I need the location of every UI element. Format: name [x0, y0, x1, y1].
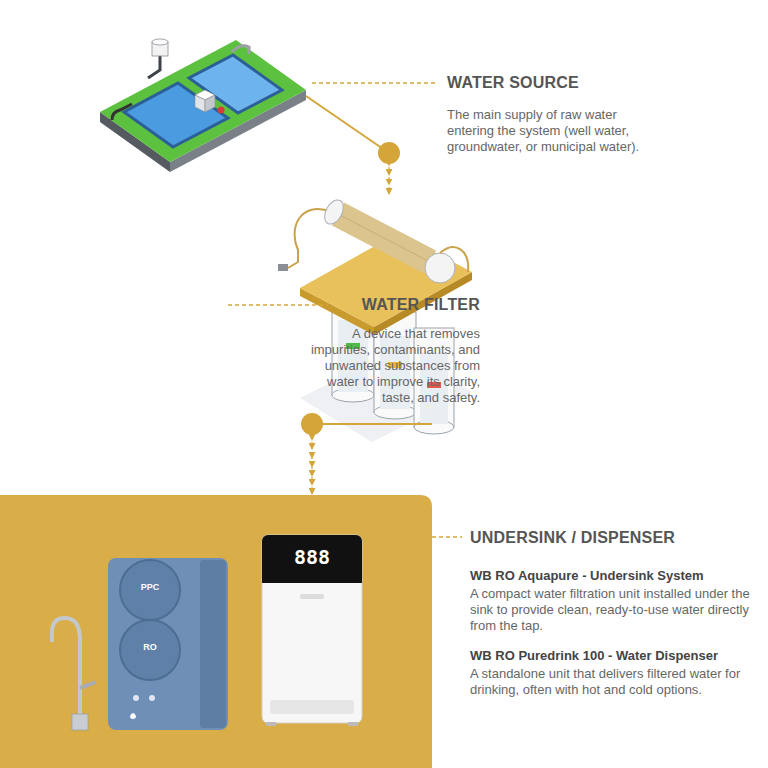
heading-text: WB RO Puredrink 100 - Water Dispenser — [470, 648, 758, 664]
tube — [440, 247, 468, 272]
leader-line — [432, 536, 462, 538]
heading-text: WATER FILTER — [305, 296, 480, 314]
leader-line — [312, 423, 432, 425]
product-entry: WB RO Puredrink 100 - Water Dispenser A s… — [470, 648, 758, 698]
heading-text: UNDERSINK / DISPENSER — [470, 529, 758, 547]
logo-drop — [130, 713, 136, 719]
cap-label: PPC — [141, 582, 160, 592]
water-dispenser — [262, 535, 362, 726]
dispenser-display — [262, 535, 362, 583]
filter-cap — [120, 560, 180, 620]
product-entry: WB RO Aquapure - Undersink System A compa… — [470, 568, 758, 634]
stage-text: WATER SOURCE The main supply of raw water… — [100, 30, 760, 157]
water-source-illustration — [100, 39, 306, 172]
product-section: UNDERSINK / DISPENSER WB RO Aquapure - Un… — [0, 495, 768, 768]
housing-cap — [425, 253, 455, 283]
faucet-base — [72, 714, 88, 730]
unit-body — [108, 558, 228, 730]
leader-line — [312, 82, 438, 84]
product-panel — [0, 495, 432, 768]
cap-label: RO — [143, 642, 157, 652]
faucet-handle — [80, 682, 96, 688]
dispenser-foot — [266, 722, 276, 726]
flow-connector — [388, 157, 389, 195]
faucet-spout — [52, 618, 80, 716]
leader-line — [228, 304, 328, 306]
dispenser-nozzle — [300, 594, 324, 599]
pipe — [232, 46, 249, 54]
heading-text: WATER SOURCE — [447, 74, 747, 92]
water-filter-illustration — [278, 197, 472, 442]
description-text: The main supply of raw water entering th… — [447, 107, 662, 155]
pipe — [112, 104, 132, 120]
platform-top — [100, 40, 306, 162]
unit-button — [133, 695, 139, 701]
housing-cap — [321, 197, 347, 227]
water-pool — [189, 55, 282, 113]
dispenser-foot — [348, 722, 358, 726]
valve — [218, 107, 225, 114]
heading-text: WB RO Aquapure - Undersink System — [470, 568, 758, 584]
pump-box — [195, 95, 205, 112]
unit-button — [149, 695, 155, 701]
flow-dot — [378, 142, 400, 164]
flow-dot — [301, 413, 323, 435]
stage-text: WATER FILTER A device that removes impuri… — [40, 195, 480, 432]
unit-side — [200, 560, 226, 728]
description-text: A compact water filtration unit installe… — [470, 586, 758, 634]
pump-box — [205, 95, 215, 112]
tank — [152, 39, 168, 45]
membrane-housing — [338, 214, 430, 262]
filter-cap — [120, 620, 180, 680]
description-text: A standalone unit that delivers filtered… — [470, 666, 758, 698]
description-text: A device that removes impurities, contam… — [305, 326, 480, 406]
undersink-unit — [108, 558, 228, 730]
drip-tray — [270, 700, 354, 714]
pipe — [148, 56, 160, 78]
leader-line — [306, 96, 389, 153]
dispenser-body — [262, 535, 362, 723]
faucet — [52, 618, 96, 730]
display-digits: 888 — [294, 545, 330, 569]
flow-connector — [311, 432, 312, 495]
membrane-housing — [338, 214, 430, 262]
fitting — [278, 264, 288, 271]
